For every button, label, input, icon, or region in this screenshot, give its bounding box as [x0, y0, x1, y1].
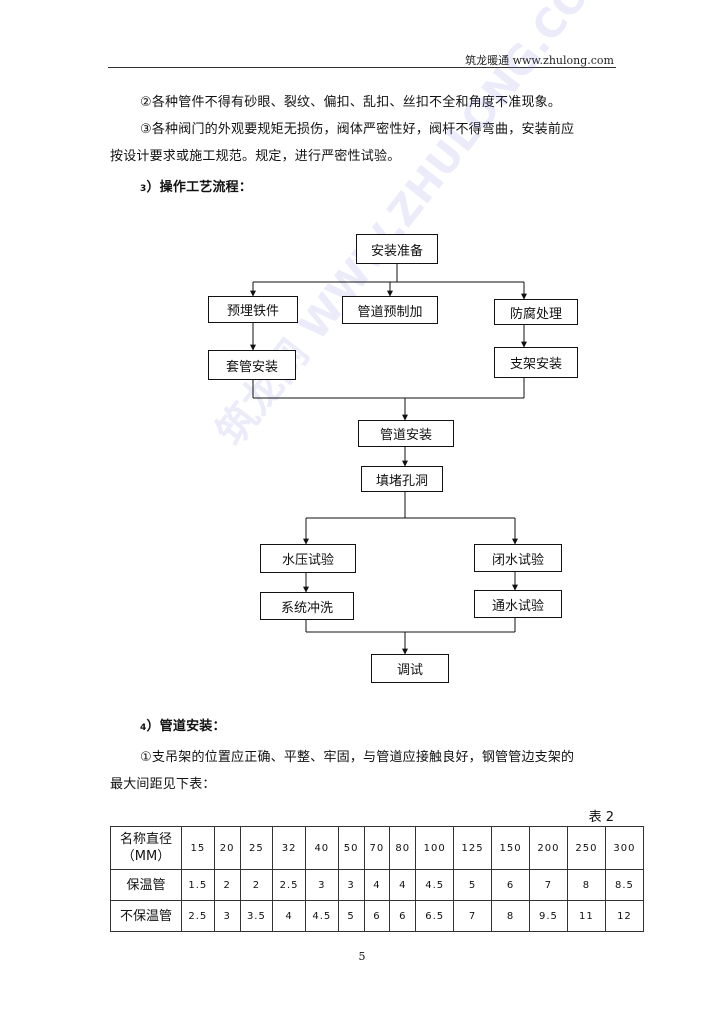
flow-anticorrosion: 防腐处理: [494, 299, 578, 325]
value-cell: 2.5: [272, 869, 306, 901]
paragraph-supports-line1: ①支吊架的位置应正确、平整、牢固，与管道应接触良好，钢管管边支架的: [140, 750, 575, 765]
value-cell: 2: [213, 869, 241, 901]
row-label-insulated: 保温管: [110, 869, 182, 901]
value-cell: 2.5: [181, 900, 215, 932]
paragraph-fittings: ②各种管件不得有砂眼、裂纹、偏扣、乱扣、丝扣不全和角度不准现象。: [140, 95, 562, 110]
section-4-number: 4: [140, 723, 147, 733]
value-cell: 5: [337, 900, 365, 932]
row-label-uninsulated: 不保温管: [110, 900, 182, 932]
paragraph-valves-line2: 按设计要求或施工规范。规定，进行严密性试验。: [110, 149, 401, 164]
flow-embed-iron: 预埋铁件: [208, 296, 298, 323]
value-cell: 6: [389, 900, 417, 932]
value-cell: 4.5: [304, 900, 339, 932]
section-3-number: 3: [140, 184, 147, 194]
table-row: 保温管 1.5 2 2 2.5 3 3 4 4 4.5 5 6 7 8 8.5: [110, 869, 645, 901]
page-number: 5: [358, 950, 366, 963]
diameter-cell: 125: [453, 826, 493, 870]
flow-system-flush: 系统冲洗: [260, 592, 354, 620]
value-cell: 4: [272, 900, 306, 932]
header-site: 筑龙暖通 www.zhulong.com: [465, 54, 614, 67]
diameter-cell: 250: [566, 826, 606, 870]
diameter-cell: 300: [604, 826, 645, 870]
value-cell: 7: [453, 900, 493, 932]
diameter-cell: 70: [363, 826, 391, 870]
flow-sleeve-install: 套管安装: [208, 350, 296, 380]
diameter-cell: 32: [272, 826, 306, 870]
paragraph-valves-line1: ③各种阀门的外观要规矩无损伤，阀体严密性好，阀杆不得弯曲，安装前应: [140, 122, 575, 137]
flow-install-prep: 安装准备: [356, 234, 438, 264]
diameter-cell: 200: [529, 826, 568, 870]
flow-hydro-test: 水压试验: [260, 544, 356, 573]
flow-water-flow-test: 通水试验: [474, 590, 562, 618]
flow-fill-holes: 填堵孔洞: [361, 466, 443, 492]
value-cell: 7: [529, 869, 568, 901]
paragraph-supports-line2: 最大间距见下表：: [110, 777, 216, 792]
diameter-cell: 80: [389, 826, 417, 870]
flow-pipe-prefab: 管道预制加: [342, 296, 438, 324]
value-cell: 4.5: [415, 869, 455, 901]
value-cell: 12: [604, 900, 645, 932]
value-cell: 6: [491, 869, 530, 901]
value-cell: 6.5: [415, 900, 455, 932]
diameter-cell: 40: [304, 826, 339, 870]
value-cell: 1.5: [181, 869, 215, 901]
table-row: 名称直径 （MM） 15 20 25 32 40 50 70 80 100 12…: [110, 826, 645, 870]
value-cell: 4: [389, 869, 417, 901]
section-3-heading: 3）操作工艺流程：: [140, 178, 252, 199]
header-label-line2: （MM）: [121, 849, 171, 864]
value-cell: 2: [239, 869, 274, 901]
diameter-cell: 50: [337, 826, 365, 870]
value-cell: 11: [566, 900, 606, 932]
value-cell: 3: [213, 900, 241, 932]
diameter-cell: 20: [213, 826, 241, 870]
value-cell: 5: [453, 869, 493, 901]
flow-pipe-install: 管道安装: [358, 420, 454, 447]
support-spacing-table: 名称直径 （MM） 15 20 25 32 40 50 70 80 100 12…: [110, 826, 645, 932]
value-cell: 4: [363, 869, 391, 901]
diameter-cell: 15: [181, 826, 215, 870]
flow-debug: 调试: [371, 654, 449, 683]
section-4-title: ）管道安装：: [146, 719, 226, 734]
value-cell: 8.5: [604, 869, 645, 901]
value-cell: 8: [566, 869, 606, 901]
header-label-line1: 名称直径: [119, 832, 172, 847]
table-caption: 表 2: [588, 810, 614, 825]
section-3-title: ）操作工艺流程：: [146, 180, 253, 195]
value-cell: 3: [337, 869, 365, 901]
diameter-cell: 100: [415, 826, 455, 870]
value-cell: 8: [491, 900, 530, 932]
diameter-cell: 150: [491, 826, 530, 870]
table-header-label: 名称直径 （MM）: [110, 826, 182, 870]
value-cell: 3.5: [239, 900, 274, 932]
diameter-cell: 25: [239, 826, 274, 870]
header-divider: [108, 67, 616, 68]
value-cell: 3: [304, 869, 339, 901]
value-cell: 6: [363, 900, 391, 932]
flow-closed-water-test: 闭水试验: [474, 544, 562, 572]
section-4-heading: 4）管道安装：: [140, 717, 226, 738]
table-row: 不保温管 2.5 3 3.5 4 4.5 5 6 6 6.5 7 8 9.5 1…: [110, 900, 645, 932]
flow-support-install: 支架安装: [494, 347, 578, 378]
value-cell: 9.5: [529, 900, 568, 932]
